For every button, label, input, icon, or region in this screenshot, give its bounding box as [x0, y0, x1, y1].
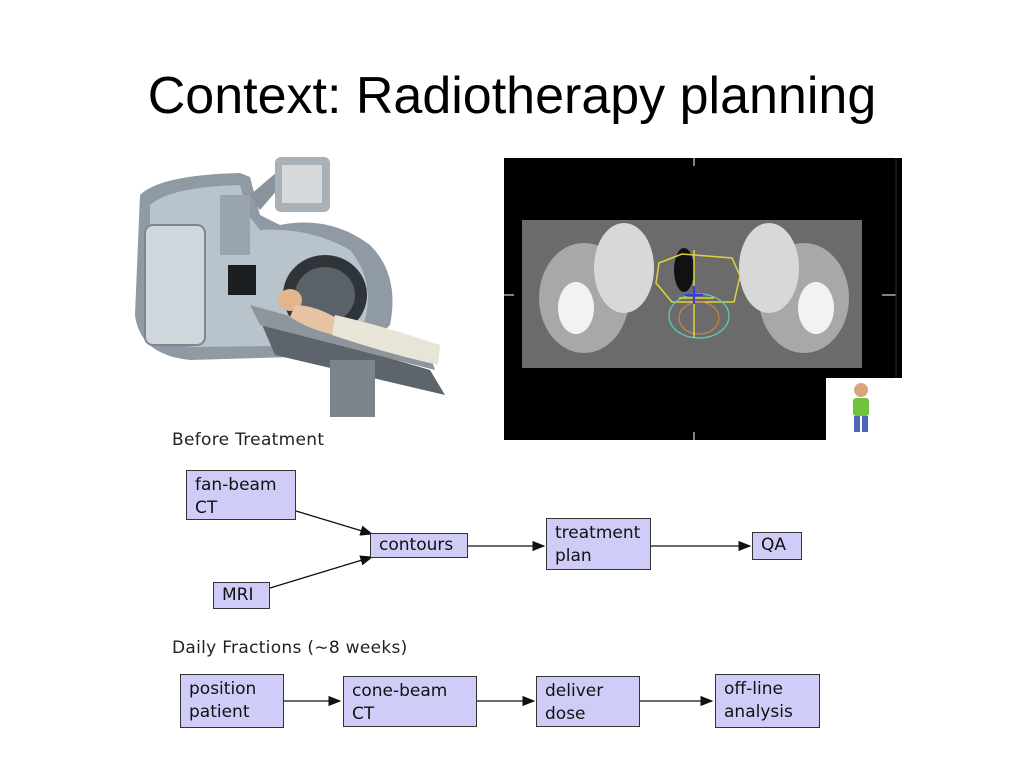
box-line: off-line [724, 678, 811, 701]
qa-box: QA [752, 532, 802, 560]
deliver-dose-box: deliver dose [536, 676, 640, 727]
before-treatment-label: Before Treatment [172, 430, 324, 450]
box-line: patient [189, 701, 275, 724]
offline-analysis-box: off-line analysis [715, 674, 820, 728]
box-line: position [189, 678, 275, 701]
box-line: CT [195, 497, 287, 520]
box-line: MRI [222, 584, 261, 607]
box-line: cone-beam [352, 680, 468, 703]
box-line: QA [761, 534, 793, 557]
contours-box: contours [370, 533, 468, 558]
slide-title: Context: Radiotherapy planning [0, 64, 1024, 128]
mri-box: MRI [213, 582, 270, 609]
linac-machine-image [100, 155, 445, 417]
box-line: fan-beam [195, 474, 287, 497]
box-line: plan [555, 545, 642, 568]
cone-beam-ct-box: cone-beam CT [343, 676, 477, 727]
box-line: CT [352, 703, 468, 726]
arrow-fanbeam-to-contours [296, 511, 372, 534]
box-line: treatment [555, 522, 642, 545]
box-line: analysis [724, 701, 811, 724]
box-line: deliver [545, 680, 631, 703]
box-line: dose [545, 703, 631, 726]
fan-beam-ct-box: fan-beam CT [186, 470, 296, 520]
arrow-mri-to-contours [270, 557, 372, 588]
treatment-plan-box: treatment plan [546, 518, 651, 570]
box-line: contours [379, 534, 459, 557]
position-patient-box: position patient [180, 674, 284, 728]
daily-fractions-label: Daily Fractions (∼8 weeks) [172, 638, 408, 658]
ct-scan-image [504, 158, 902, 440]
